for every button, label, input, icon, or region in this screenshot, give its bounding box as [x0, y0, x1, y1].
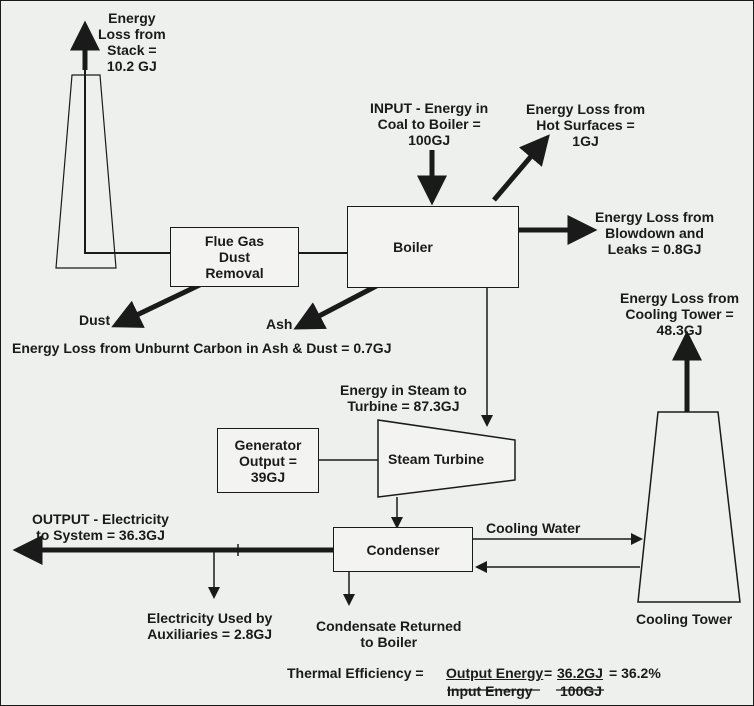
- blowdown-label: Energy Loss from Blowdown and Leaks = 0.…: [595, 209, 715, 257]
- stack-flow-line: [84, 70, 172, 254]
- generator-output-box: Generator Output = 39GJ: [217, 428, 319, 493]
- stack-loss-label: Energy Loss from Stack = 10.2 GJ: [98, 10, 166, 74]
- steam-to-turbine-label: Energy in Steam to Turbine = 87.3GJ: [340, 382, 467, 414]
- efficiency-value-numerator: 36.2GJ: [557, 665, 603, 681]
- dust-arrow: [111, 277, 212, 328]
- cooling-water-label: Cooling Water: [486, 520, 581, 536]
- efficiency-numerator: Output Energy: [446, 665, 544, 681]
- unburnt-carbon-label: Energy Loss from Unburnt Carbon in Ash &…: [12, 340, 392, 356]
- steam-turbine-label: Steam Turbine: [388, 451, 485, 467]
- ash-arrow: [293, 280, 384, 330]
- condenser-box: Condenser: [333, 527, 473, 572]
- dust-label: Dust: [79, 312, 111, 328]
- cooling-tower-loss-label: Energy Loss from Cooling Tower = 48.3GJ: [620, 290, 740, 338]
- boiler-label: Boiler: [393, 239, 433, 255]
- efficiency-value-denominator: 100GJ: [560, 683, 603, 699]
- hot-surfaces-label: Energy Loss from Hot Surfaces = 1GJ: [526, 101, 646, 149]
- input-label: INPUT - Energy in Coal to Boiler = 100GJ: [370, 100, 489, 148]
- steam-turbine-shape: [377, 419, 516, 498]
- hot-surfaces-arrow: [492, 134, 550, 202]
- condensate-label: Condensate Returned to Boiler: [316, 618, 462, 650]
- efficiency-result: = 36.2%: [609, 665, 661, 681]
- ash-label: Ash: [266, 316, 293, 332]
- efficiency-equals: =: [544, 665, 553, 681]
- cooling-tower-shape: [637, 411, 741, 603]
- efficiency-prefix: Thermal Efficiency =: [287, 665, 424, 681]
- auxiliaries-label: Electricity Used by Auxiliaries = 2.8GJ: [147, 610, 273, 642]
- cooling-tower-label: Cooling Tower: [636, 611, 733, 627]
- boiler-box: Boiler: [347, 206, 519, 288]
- output-electricity-label: OUTPUT - Electricity to System = 36.3GJ: [32, 511, 169, 543]
- stack-shape: [55, 74, 117, 269]
- efficiency-denominator: Input Energy: [447, 683, 533, 699]
- flue-gas-dust-removal-box: Flue Gas Dust Removal: [170, 227, 299, 287]
